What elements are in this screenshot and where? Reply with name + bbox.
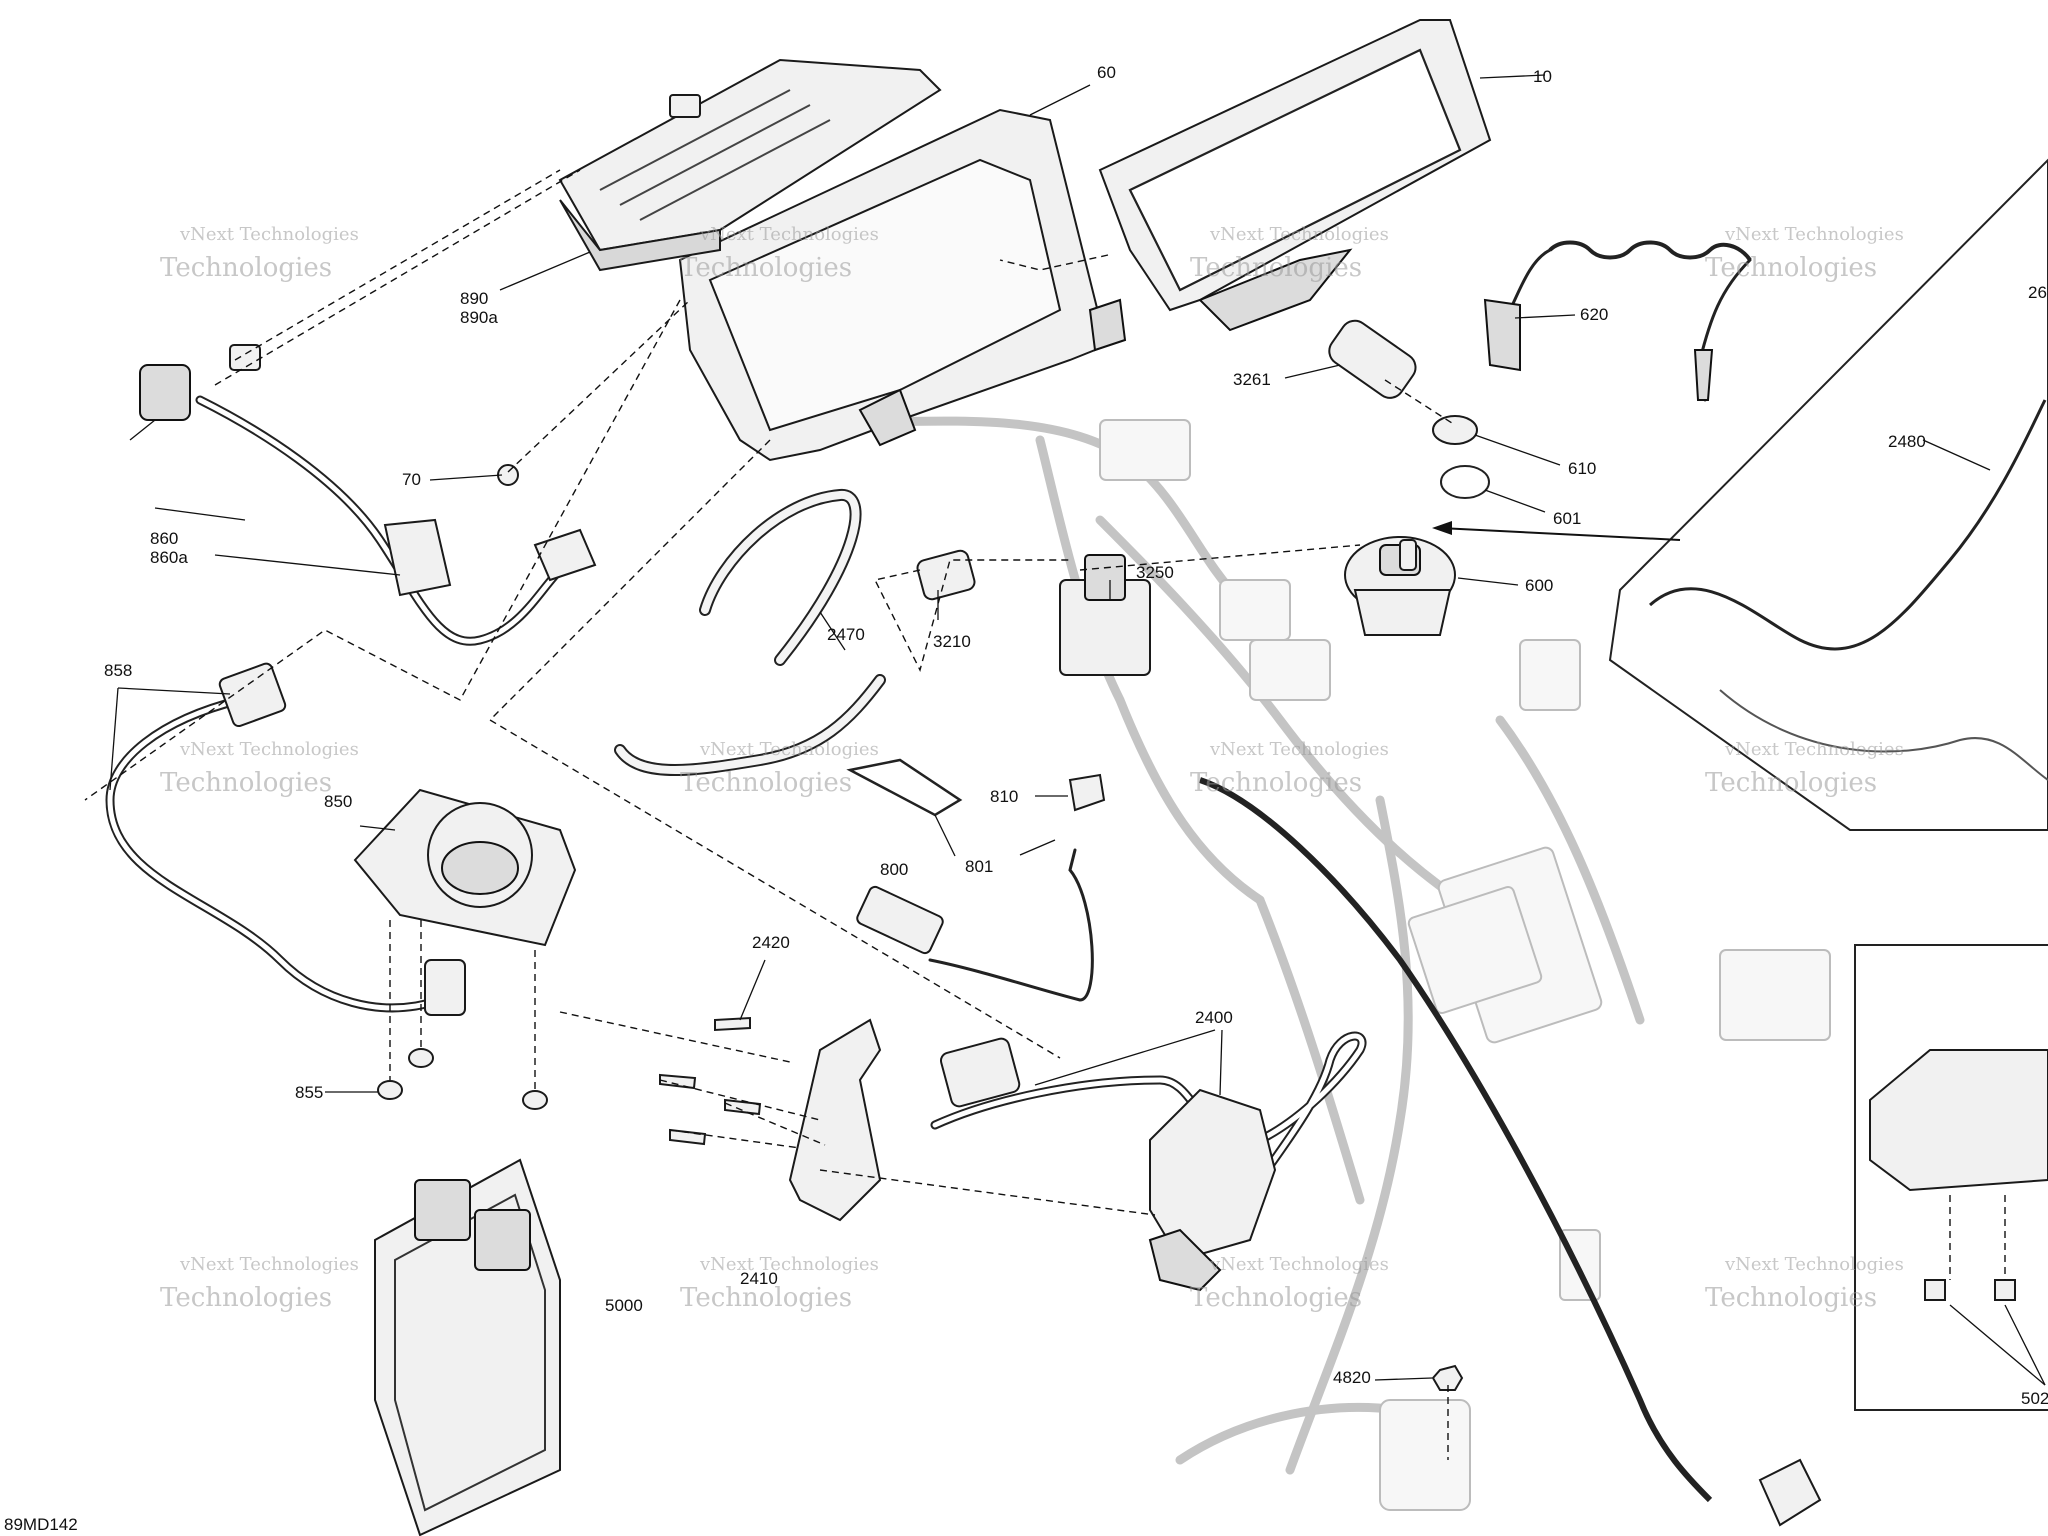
part-890-visor [558,58,942,272]
pointer-arrow [1432,521,1681,541]
callout-3210: 3210 [933,632,971,651]
callout-860a: 860a [150,548,188,567]
part-801-gasket [846,758,963,817]
watermark-text: vNext Technologies [1209,739,1389,760]
watermark-text: Technologies [160,1283,332,1313]
callout-3261: 3261 [1233,370,1271,389]
callout-2400: 2400 [1195,1008,1233,1027]
callout-810: 810 [990,787,1018,806]
part-4820-nut [1431,1364,1464,1391]
watermark-text: vNext Technologies [179,739,359,760]
watermark-text: Technologies [680,768,852,798]
part-610-nut [1432,415,1478,445]
ghost-harness [755,415,1831,1511]
watermark-text: vNext Technologies [1724,739,1904,760]
watermark-text: Technologies [1190,768,1362,798]
part-3261-badge [1328,319,1417,399]
callout-2470: 2470 [827,625,865,644]
watermark-text: Technologies [160,253,332,283]
callout-858: 858 [104,661,132,680]
part-2400-switch-assembly [930,1031,1367,1292]
part-3250-switch [1059,554,1151,676]
diagram-code: 89MD142 [4,1515,78,1534]
callout-3250: 3250 [1136,563,1174,582]
callout-4820: 4820 [1333,1368,1371,1387]
callout-502: 502 [2021,1389,2048,1408]
callout-855: 855 [295,1083,323,1102]
callout-2480: 2480 [1888,432,1926,451]
callout-2410: 2410 [740,1269,778,1288]
watermark-text: vNext Technologies [1209,1254,1389,1275]
callout-601: 601 [1553,509,1581,528]
callout-801: 801 [965,857,993,876]
callout-610: 610 [1568,459,1596,478]
callout-10: 10 [1533,67,1552,86]
callout-890: 890 [460,289,488,308]
watermark-text: Technologies [1705,1283,1877,1313]
watermark-text: Technologies [1190,253,1362,283]
assembly-lines [84,169,2006,1460]
part-858-harness [105,662,466,1016]
part-855-grommets [377,1048,548,1110]
watermark-text: vNext Technologies [699,224,879,245]
watermark-text: Technologies [1190,1283,1362,1313]
watermark-text: vNext Technologies [1724,224,1904,245]
inset-502 [1854,944,2048,1411]
callout-890a: 890a [460,308,498,327]
watermark-text: Technologies [160,768,332,798]
part-810-plug [1068,773,1106,812]
callout-70: 70 [402,470,421,489]
part-601-washer [1440,465,1490,499]
callout-5000: 5000 [605,1296,643,1315]
callout-60: 60 [1097,63,1116,82]
part-600-switch [1344,536,1456,636]
callout-800: 800 [880,860,908,879]
watermark-text: vNext Technologies [699,1254,879,1275]
watermark-text: vNext Technologies [179,1254,359,1275]
watermark-text: Technologies [1705,768,1877,798]
callout-26: 26 [2028,283,2047,302]
part-850-controller [353,788,577,947]
callout-600: 600 [1525,576,1553,595]
callout-2420: 2420 [752,933,790,952]
watermark-text: Technologies [1705,253,1877,283]
part-860-harness [139,344,597,646]
watermark-text: Technologies [680,253,852,283]
part-2420-bolts [659,1016,762,1146]
watermark-text: vNext Technologies [179,224,359,245]
part-620-lanyard [1483,240,1752,402]
part-60-bracket [678,108,1127,462]
part-5000-ecu [374,1158,561,1536]
watermark-text: vNext Technologies [1209,224,1389,245]
part-800-sensor [856,848,1094,1002]
part-10-display [1098,19,1492,332]
inset-2480 [1608,158,2048,831]
callout-labels: 10 60 890 890a 70 860 860a 858 850 855 5… [104,63,2048,1408]
callout-620: 620 [1580,305,1608,324]
callout-860: 860 [150,529,178,548]
end-connector [1758,1458,1822,1527]
main-harness-run [1199,777,1713,1503]
part-2410-bracket [788,1018,882,1222]
callout-850: 850 [324,792,352,811]
watermark-text: Technologies [680,1283,852,1313]
watermark-text: vNext Technologies [1724,1254,1904,1275]
leader-lines [109,74,2046,1386]
watermark-text: vNext Technologies [699,739,879,760]
